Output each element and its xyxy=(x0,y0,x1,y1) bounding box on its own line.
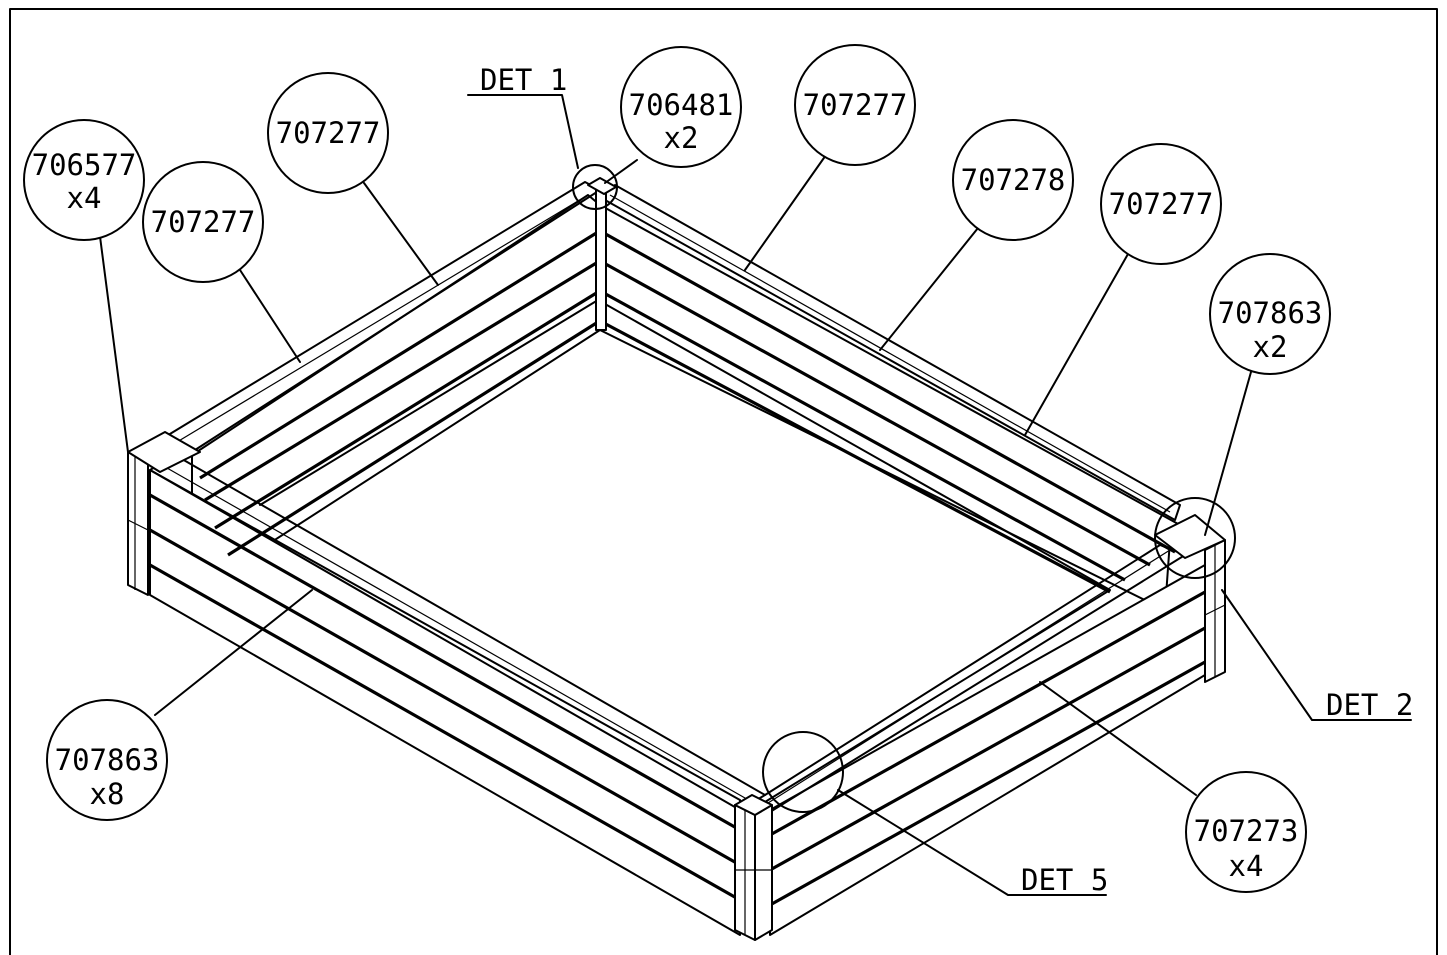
svg-text:706577: 706577 xyxy=(32,148,137,182)
det5-label[interactable]: DET 5 xyxy=(1021,863,1108,897)
balloon-707278[interactable]: 707278 xyxy=(952,119,1074,241)
front-left-wall xyxy=(149,469,741,936)
svg-text:707278: 707278 xyxy=(961,163,1066,197)
balloon-706577[interactable]: 706577 x4 xyxy=(23,119,145,241)
balloon-707863-x2[interactable]: 707863 x2 xyxy=(1209,253,1331,375)
svg-text:x4: x4 xyxy=(67,181,102,215)
balloon-707273[interactable]: 707273 x4 xyxy=(1185,771,1307,893)
svg-text:707277: 707277 xyxy=(276,116,381,150)
det5-circle xyxy=(762,731,844,813)
svg-text:x2: x2 xyxy=(1253,330,1288,364)
svg-text:x2: x2 xyxy=(664,121,699,155)
svg-text:707277: 707277 xyxy=(151,205,256,239)
inner-opening xyxy=(259,299,1111,806)
svg-text:707863: 707863 xyxy=(55,743,160,777)
svg-text:707277: 707277 xyxy=(1109,187,1214,221)
svg-text:x4: x4 xyxy=(1229,849,1264,883)
det2-label[interactable]: DET 2 xyxy=(1326,688,1413,722)
svg-text:707277: 707277 xyxy=(803,88,908,122)
balloon-707863-x8[interactable]: 707863 x8 xyxy=(46,699,168,821)
svg-text:706481: 706481 xyxy=(629,88,734,122)
svg-text:707863: 707863 xyxy=(1218,296,1323,330)
svg-text:707273: 707273 xyxy=(1194,814,1299,848)
balloon-707277-right[interactable]: 707277 xyxy=(1100,143,1222,265)
det1-label[interactable]: DET 1 xyxy=(480,63,567,97)
balloon-707277-left[interactable]: 707277 xyxy=(142,161,264,283)
leader-lines xyxy=(94,94,1412,896)
balloon-707277-upper-left[interactable]: 707277 xyxy=(267,72,389,194)
svg-text:x8: x8 xyxy=(90,777,125,811)
corner-post-left xyxy=(127,431,201,596)
drawing-frame xyxy=(9,8,1438,955)
balloon-707277-upper-right[interactable]: 707277 xyxy=(794,44,916,166)
corner-post-front xyxy=(734,794,773,941)
raised-bed xyxy=(127,177,1226,941)
balloon-706481[interactable]: 706481 x2 xyxy=(620,46,742,168)
back-right-wall xyxy=(599,204,1181,611)
cap-back-right xyxy=(604,184,1181,521)
det2-circle xyxy=(1154,497,1236,579)
det1-circle xyxy=(572,164,618,210)
